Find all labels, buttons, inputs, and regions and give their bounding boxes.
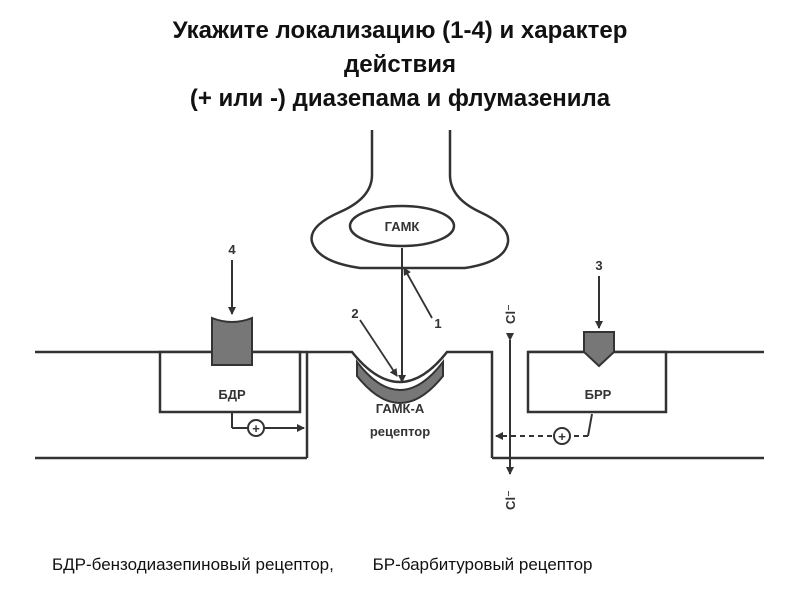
bdr-plus-label: + — [252, 421, 260, 436]
label-3: 3 — [595, 258, 602, 273]
bdr-binding-site — [211, 316, 253, 366]
gaba-binding-site — [356, 359, 444, 404]
bdr-label: БДР — [218, 387, 246, 402]
bdr-plus-sign — [247, 419, 265, 437]
label-1: 1 — [434, 316, 441, 331]
brr-plus-label: + — [558, 429, 566, 444]
pointer-1 — [403, 267, 433, 319]
pointer-2 — [359, 319, 398, 377]
title-line-3: (+ или -) диазепама и флумазенила — [189, 85, 611, 112]
title-line-2: действия — [344, 51, 456, 78]
title-line-1: Укажите локализацию (1-4) и характер — [172, 17, 628, 44]
gaba-vesicle — [348, 204, 456, 248]
brr-plus-sign — [553, 427, 571, 445]
gaba-a-label-line-1: ГАМК-А — [376, 401, 425, 416]
label-2: 2 — [351, 306, 358, 321]
slide-title: Укажите локализацию (1-4) и характер дей… — [40, 14, 760, 116]
chloride-label-bottom: Cl⁻ — [503, 490, 518, 510]
legend-br: БР-барбитуровый рецептор — [372, 555, 593, 574]
presynaptic-terminal — [310, 130, 510, 270]
brr-label: БРР — [585, 387, 612, 402]
brr-binding-site — [583, 331, 615, 368]
legend: БДР-бензодиазепиновый рецептор, БР-барби… — [52, 555, 772, 575]
label-4: 4 — [228, 242, 236, 257]
gaba-label: ГАМК — [385, 219, 420, 234]
synapse-diagram: ГАМК ГАМК-А рецептор БДР БРР + + 1 2 4 3… — [35, 130, 764, 510]
brr-link-vertical — [587, 413, 593, 437]
gaba-a-label-line-2: рецептор — [370, 424, 430, 439]
legend-bdr: БДР-бензодиазепиновый рецептор, — [52, 555, 334, 574]
chloride-label-top: Cl⁻ — [503, 304, 518, 324]
